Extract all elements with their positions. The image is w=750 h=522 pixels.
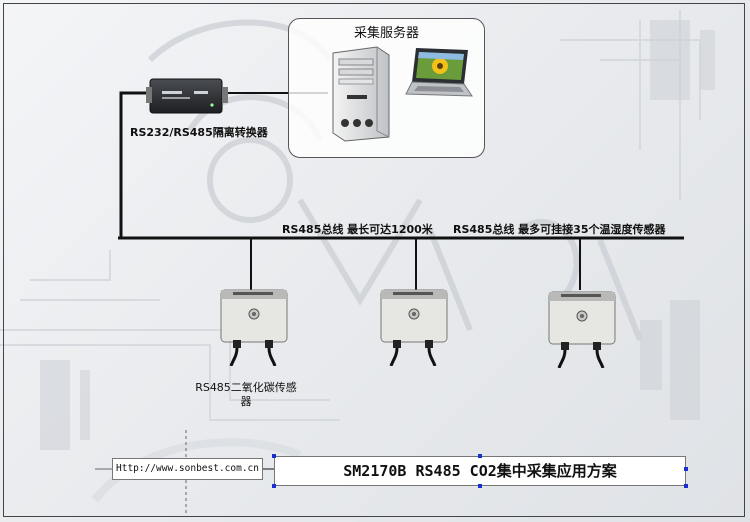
co2-sensor-1-icon (220, 289, 288, 366)
rs485-converter-icon (146, 78, 228, 114)
laptop-icon (405, 48, 473, 97)
selection-handle-bottom-middle (478, 484, 482, 488)
selection-handle-bottom-right (684, 484, 688, 488)
selection-handle-right-middle (684, 467, 688, 471)
converter-label: RS232/RS485隔离转换器 (130, 126, 268, 139)
bus-label-max-devices: RS485总线 最多可挂接35个温湿度传感器 (453, 223, 666, 236)
selection-handle-bottom-left (272, 484, 276, 488)
converter-drop-wire (119, 91, 147, 238)
selection-handle-top-left (272, 454, 276, 458)
co2-sensor-3-icon (548, 291, 616, 368)
sensor-label-line-2: 器 (240, 395, 252, 408)
sensor-label: RS485二氧化碳传感 器 (194, 381, 298, 409)
co2-sensor-2-icon (380, 289, 448, 366)
server-group-title: 采集服务器 (353, 26, 419, 41)
solution-title-box: SM2170B RS485 CO2集中采集应用方案 (274, 456, 686, 486)
bus-label-max-length: RS485总线 最长可达1200米 (282, 223, 433, 236)
sensor-label-line-1: RS485二氧化碳传感 (195, 381, 297, 394)
selection-handle-top-middle (478, 454, 482, 458)
outer-frame (3, 3, 745, 517)
website-url-box: Http://www.sonbest.com.cn (112, 458, 263, 480)
desktop-computer-icon (332, 46, 390, 142)
